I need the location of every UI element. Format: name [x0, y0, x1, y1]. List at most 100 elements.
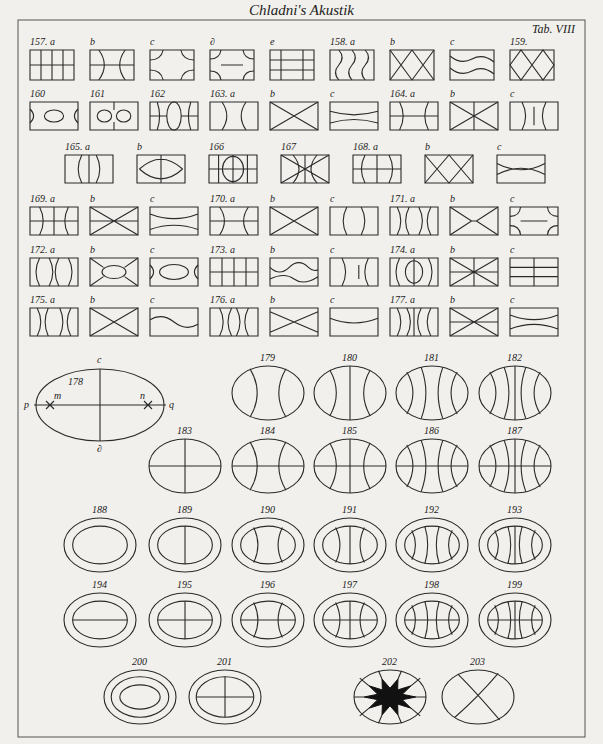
figure-number: c [330, 88, 334, 100]
chladni-figure [210, 258, 258, 286]
figure-number: c [510, 88, 514, 100]
figure-number: c [150, 193, 154, 205]
figure-number: 191 [342, 504, 357, 516]
figure-number: b [270, 244, 275, 256]
figure-number: ∂ [97, 443, 102, 455]
figure-number: 165. a [65, 141, 90, 153]
chladni-figure [390, 258, 438, 286]
figure-number: b [450, 193, 455, 205]
chladni-figure [210, 102, 258, 130]
figure-number: 181 [424, 352, 439, 364]
chladni-figure [30, 102, 78, 130]
chladni-figure [232, 366, 304, 420]
chladni-figure [425, 155, 473, 183]
chladni-figure [104, 670, 176, 724]
figure-number: c [330, 294, 334, 306]
chladni-figure [396, 439, 468, 493]
figure-number: b [425, 141, 430, 153]
chladni-figure [30, 258, 78, 286]
chladni-figure [270, 102, 318, 130]
figure-number: c [510, 294, 514, 306]
figure-number: 201 [217, 656, 232, 668]
figure-number: 163. a [210, 88, 235, 100]
chladni-figure [510, 308, 558, 336]
figure-number: 160 [30, 88, 45, 100]
figure-number: 175. a [30, 294, 55, 306]
figure-number: 194 [92, 579, 107, 591]
chladni-figure [479, 439, 551, 493]
figure-number: 167 [281, 141, 296, 153]
chladni-figure [330, 258, 378, 286]
chladni-figure [314, 439, 386, 493]
figure-number: 187 [507, 425, 522, 437]
figure-number: e [270, 36, 274, 48]
figure-number: 176. a [210, 294, 235, 306]
figure-number: 178 [68, 376, 83, 388]
chladni-figure [270, 207, 318, 235]
chladni-figure [90, 102, 138, 130]
chladni-figure [232, 593, 304, 647]
chladni-figure [90, 207, 138, 235]
figure-number: 202 [382, 656, 397, 668]
figure-number: 158. a [330, 36, 355, 48]
figure-number: b [390, 36, 395, 48]
chladni-figure [232, 439, 304, 493]
figure-number: 193 [507, 504, 522, 516]
chladni-figure [30, 207, 78, 235]
figure-number: 195 [177, 579, 192, 591]
figure-number: c [510, 244, 514, 256]
chladni-figure [90, 258, 138, 286]
figure-number: c [150, 36, 154, 48]
figure-number: m [54, 390, 61, 402]
figure-number: 170. a [210, 193, 235, 205]
figure-number: 192 [424, 504, 439, 516]
figure-number: b [90, 36, 95, 48]
figure-number: c [330, 193, 334, 205]
chladni-figure [64, 518, 136, 572]
figure-number: 168. a [353, 141, 378, 153]
plate-frame [18, 20, 585, 737]
chladni-figure [396, 518, 468, 572]
figure-number: 196 [260, 579, 275, 591]
figure-number: 197 [342, 579, 357, 591]
chladni-figure [30, 308, 78, 336]
figure-number: 182 [507, 352, 522, 364]
chladni-figure [209, 155, 257, 183]
figure-number: 169. a [30, 193, 55, 205]
chladni-figure [354, 670, 426, 724]
chladni-figure [210, 50, 254, 80]
figure-number: ∂ [210, 36, 215, 48]
chladni-figure [149, 518, 221, 572]
figure-number: b [270, 294, 275, 306]
figure-number: 203 [470, 656, 485, 668]
chladni-figure [270, 308, 318, 336]
figure-number: 174. a [390, 244, 415, 256]
chladni-figure [150, 102, 198, 130]
figure-number: b [90, 193, 95, 205]
chladni-figure [396, 366, 468, 420]
chladni-figure [510, 50, 554, 80]
figure-number: 177. a [390, 294, 415, 306]
figure-number: c [97, 354, 101, 366]
chladni-figure [442, 670, 514, 724]
figure-number: q [169, 399, 174, 411]
figure-number: 186 [424, 425, 439, 437]
figure-number: b [270, 88, 275, 100]
chladni-figure [450, 50, 494, 80]
chladni-figure [396, 593, 468, 647]
figure-number: c [150, 294, 154, 306]
figure-number: 183 [177, 425, 192, 437]
figure-number: 198 [424, 579, 439, 591]
chladni-figure [189, 670, 261, 724]
chladni-figure [150, 258, 198, 286]
figure-number: c [510, 193, 514, 205]
figure-number: 173. a [210, 244, 235, 256]
figure-number: b [90, 294, 95, 306]
figure-number: 166 [209, 141, 224, 153]
chladni-figure [270, 258, 318, 286]
chladni-figure [390, 308, 438, 336]
chladni-figure [149, 439, 221, 493]
chladni-figure [479, 593, 551, 647]
chladni-figure [232, 518, 304, 572]
